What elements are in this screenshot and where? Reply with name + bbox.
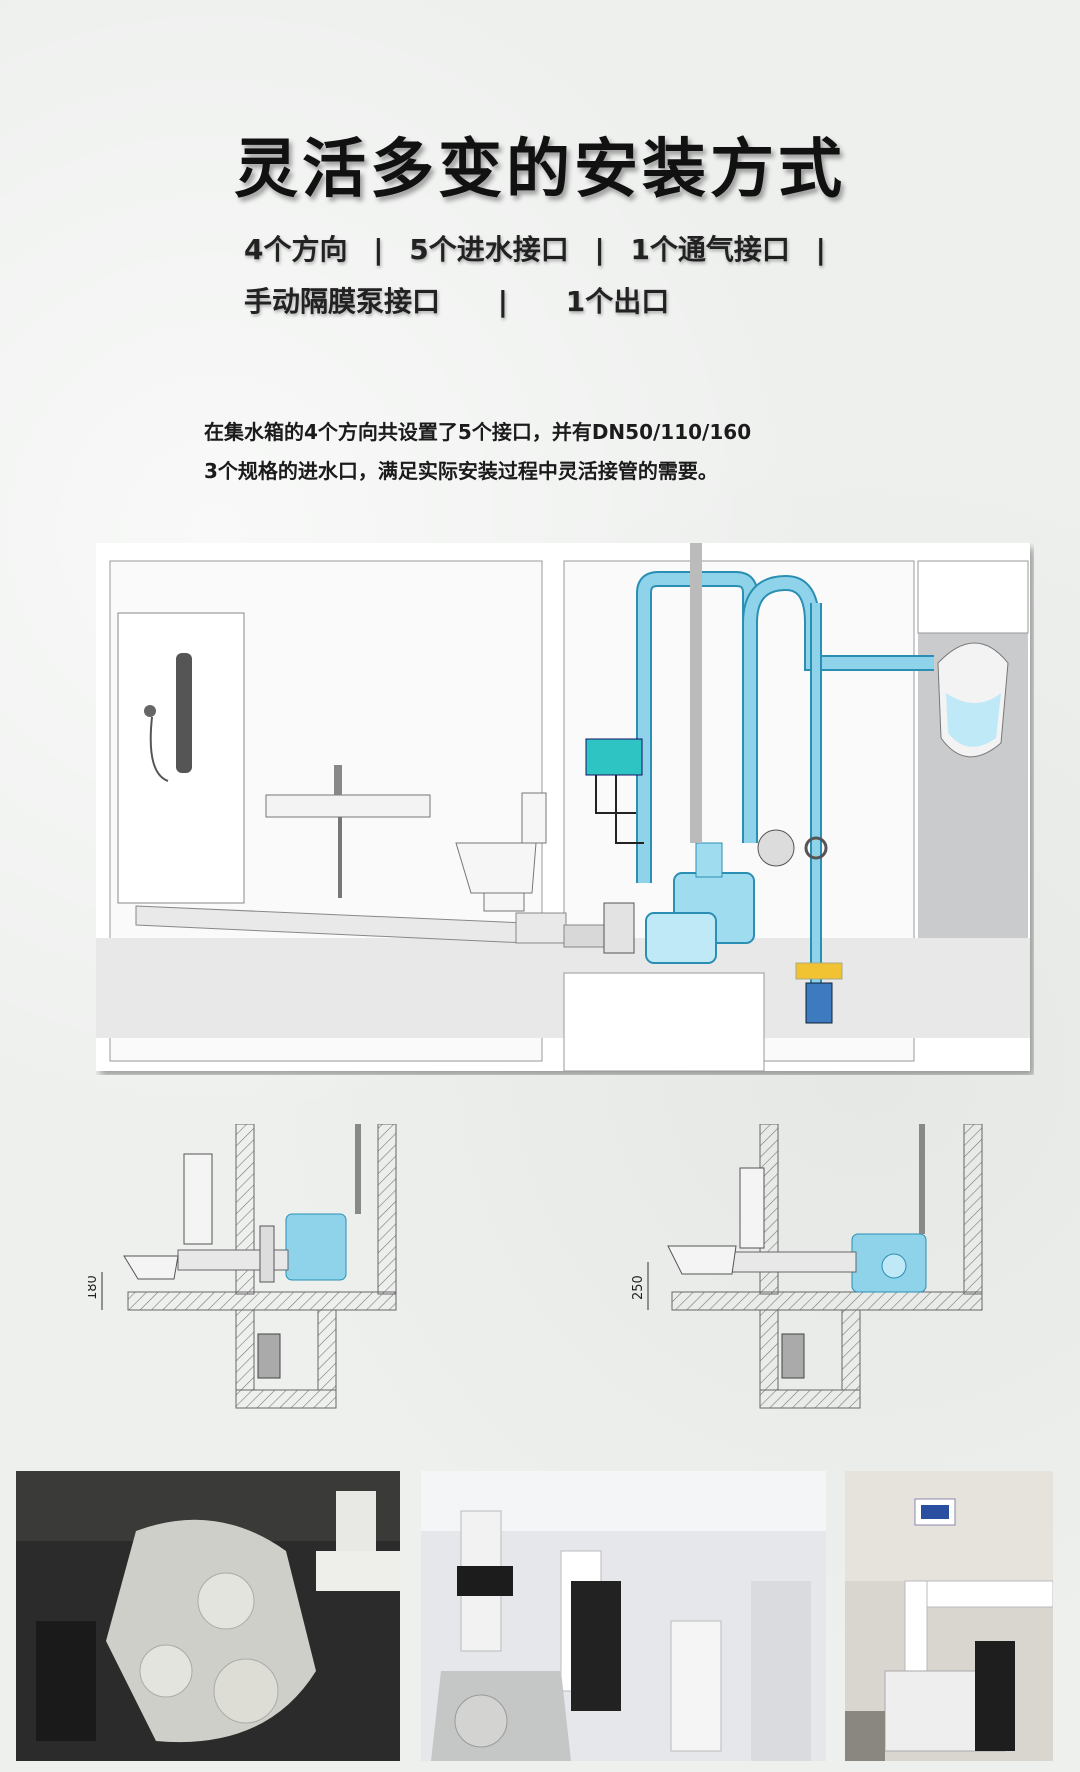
section-diagram-left: 180 — [85, 1123, 468, 1424]
feature-directions: 4个方向 — [244, 233, 348, 266]
features-row-1: 4个方向 | 5个进水接口 | 1个通气接口 | — [244, 228, 842, 268]
install-photo-1 — [16, 1471, 400, 1761]
feature-vent: 1个通气接口 — [630, 233, 790, 266]
section-diagram-right: 250 — [612, 1123, 992, 1424]
description-line-2: 3个规格的进水口，满足实际安装过程中灵活接管的需要。 — [204, 459, 718, 483]
dimension-label-250: 250 — [631, 1275, 646, 1300]
feature-inlets: 5个进水接口 — [409, 233, 569, 266]
feature-separator: | — [594, 233, 605, 266]
description-line-1: 在集水箱的4个方向共设置了5个接口，并有DN50/110/160 — [204, 420, 752, 444]
dimension-label-180: 180 — [88, 1275, 100, 1300]
install-photo-3 — [845, 1471, 1053, 1761]
install-photo-2 — [421, 1471, 826, 1761]
feature-separator: | — [815, 233, 826, 266]
page-title: 灵活多变的安装方式 — [234, 133, 846, 207]
features-row-2: 手动隔膜泵接口 | 1个出口 — [244, 280, 669, 320]
feature-separator: | — [373, 233, 384, 266]
feature-manual-pump: 手动隔膜泵接口 — [244, 285, 441, 318]
feature-outlet: 1个出口 — [565, 285, 670, 318]
installation-diagram — [96, 543, 1034, 1075]
feature-separator: | — [497, 285, 508, 318]
